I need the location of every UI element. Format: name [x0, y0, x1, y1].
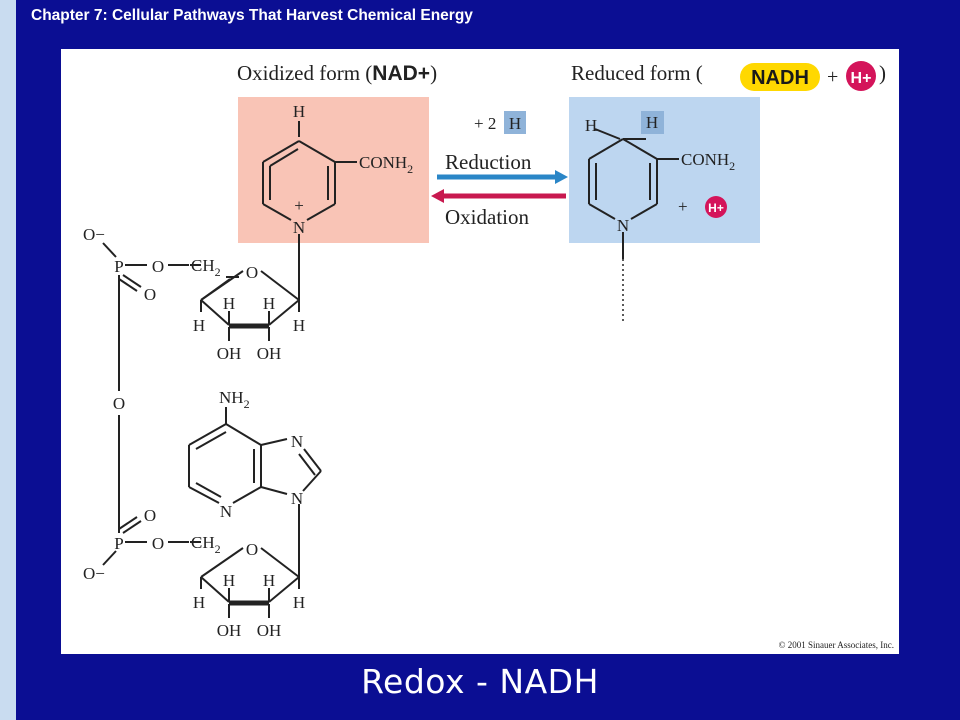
plus-two-hydrogen-label: + 2	[474, 114, 496, 133]
adenine-n-ring: N	[220, 502, 232, 521]
ox-ring-h: H	[293, 102, 305, 121]
red-ring-h-tag: H	[646, 113, 658, 132]
lower-h4: H	[293, 593, 305, 612]
adenine-ring	[188, 407, 322, 559]
nicotinamide-reduced-ring	[588, 128, 679, 321]
upper-phosphate	[102, 242, 189, 391]
lower-h1: H	[223, 571, 235, 590]
ox-ring-n: N	[293, 218, 305, 237]
chapter-title: Chapter 7: Cellular Pathways That Harves…	[31, 7, 473, 24]
red-ring-n: N	[617, 216, 629, 235]
oxidized-form-header: Oxidized form (NAD+)	[237, 61, 437, 85]
lower-oh1: OH	[217, 621, 242, 640]
lower-ring-o: O	[246, 540, 258, 559]
upper-ribose	[190, 264, 300, 341]
adenine-n-bottom: N	[291, 489, 303, 508]
upper-ch2: CH2	[191, 256, 221, 279]
ox-conh2: CONH2	[359, 153, 413, 176]
upper-h4: H	[293, 316, 305, 335]
reduced-form-panel	[569, 97, 760, 243]
nicotinamide-oxidized-ring	[262, 121, 357, 279]
upper-h1: H	[223, 294, 235, 313]
lower-p: P	[114, 534, 123, 553]
nad-redox-figure: Oxidized form (NAD+) Reduced form ( NADH…	[61, 49, 899, 654]
proton-badge-small	[705, 196, 727, 218]
oxidation-arrowhead	[431, 189, 444, 203]
upper-h3: H	[193, 316, 205, 335]
slide-title: Redox - NADH	[361, 662, 599, 701]
nadh-label: NADH	[751, 67, 809, 89]
lower-h3: H	[193, 593, 205, 612]
lower-o-minus: O−	[83, 564, 105, 583]
proton-badge	[846, 61, 876, 91]
lower-p-double-o: O	[144, 506, 156, 525]
lower-phosphate	[102, 516, 189, 566]
lower-ribose	[190, 541, 300, 618]
red-ring-h-left: H	[585, 116, 597, 135]
adenine-n-top: N	[291, 432, 303, 451]
reduction-label: Reduction	[445, 150, 532, 174]
proton-small-label: H+	[708, 201, 724, 215]
proton-label: H+	[851, 70, 872, 87]
plus-sign: +	[827, 66, 838, 88]
nadh-badge	[740, 63, 820, 91]
lower-p-o: O	[152, 534, 164, 553]
oxidation-label: Oxidation	[445, 205, 529, 229]
copyright: © 2001 Sinauer Associates, Inc.	[779, 640, 894, 650]
hydrogen-tag-left	[504, 111, 526, 134]
hydrogen-tag-right	[641, 111, 664, 134]
adenine-nh2: NH2	[219, 388, 250, 411]
upper-oh2: OH	[257, 344, 282, 363]
upper-oh1: OH	[217, 344, 242, 363]
lower-oh2: OH	[257, 621, 282, 640]
red-conh2: CONH2	[681, 150, 735, 173]
upper-ring-o: O	[246, 263, 258, 282]
lower-h2: H	[263, 571, 275, 590]
left-accent-strip	[0, 0, 16, 720]
reduced-form-header: Reduced form (	[571, 61, 703, 85]
red-plus: +	[678, 197, 688, 216]
upper-p-o: O	[152, 257, 164, 276]
lower-ch2: CH2	[191, 533, 221, 556]
upper-p-double-o: O	[144, 285, 156, 304]
upper-o-minus: O−	[83, 225, 105, 244]
ox-ring-plus: +	[294, 196, 304, 215]
reduced-form-close-paren: )	[879, 61, 886, 85]
reduction-arrowhead	[555, 170, 568, 184]
nad-structure-diagram: Oxidized form (NAD+) Reduced form ( NADH…	[83, 61, 894, 650]
upper-h2: H	[263, 294, 275, 313]
bridge-o: O	[113, 394, 125, 413]
upper-p: P	[114, 257, 123, 276]
hydrogen-tag-left-text: H	[509, 114, 521, 133]
